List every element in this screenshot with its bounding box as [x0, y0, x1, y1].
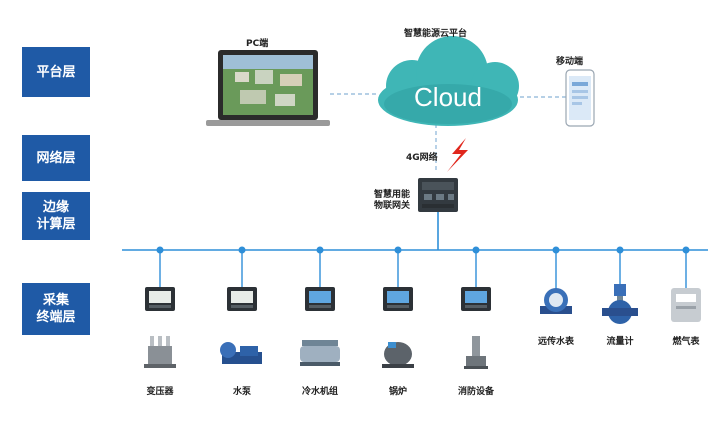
gateway-label-line2: 物联网关	[374, 201, 411, 211]
protection-relay-icon	[383, 250, 413, 311]
multifunction-meter-icon	[227, 250, 257, 311]
cloud-icon	[378, 36, 519, 126]
transformer-icon	[144, 336, 176, 368]
protection-relay-icon	[461, 250, 491, 311]
lightning-icon	[447, 138, 468, 172]
water-pump-icon	[220, 342, 262, 364]
fire-equipment-icon	[464, 336, 488, 369]
gateway-label: 智慧用能 物联网关	[374, 190, 410, 212]
boiler-icon	[382, 342, 414, 368]
layer-network: 网络层	[22, 135, 90, 181]
pc-label: PC端	[246, 39, 269, 49]
network-link-label: 4G网络	[406, 153, 438, 163]
layer-edge-computing: 边缘 计算层	[22, 192, 90, 240]
cloud-title: 智慧能源云平台	[404, 29, 468, 39]
cloud-text: Cloud	[414, 82, 482, 112]
remote-water-meter-icon	[540, 250, 572, 314]
laptop-icon	[206, 50, 330, 126]
gateway-device-icon	[418, 178, 458, 212]
device-label: 水泵	[232, 387, 252, 397]
layer-platform: 平台层	[22, 47, 90, 97]
mobile-label: 移动端	[556, 57, 584, 67]
multifunction-meter-icon	[145, 250, 175, 311]
layer-terminal: 采集 终端层	[22, 283, 90, 335]
device-label: 变压器	[146, 387, 174, 397]
device-label: 消防设备	[457, 387, 495, 397]
mobile-phone-icon	[565, 69, 595, 127]
protection-relay-icon	[305, 250, 335, 311]
chiller-unit-icon	[300, 340, 340, 366]
device-label: 流量计	[606, 337, 634, 347]
gas-meter-icon	[671, 250, 701, 322]
flow-meter-icon	[602, 250, 638, 324]
device-label: 锅炉	[388, 387, 408, 397]
device-label: 冷水机组	[301, 387, 339, 397]
gateway-label-line1: 智慧用能	[374, 190, 411, 200]
device-label: 远传水表	[537, 337, 575, 347]
device-label: 燃气表	[672, 337, 700, 347]
